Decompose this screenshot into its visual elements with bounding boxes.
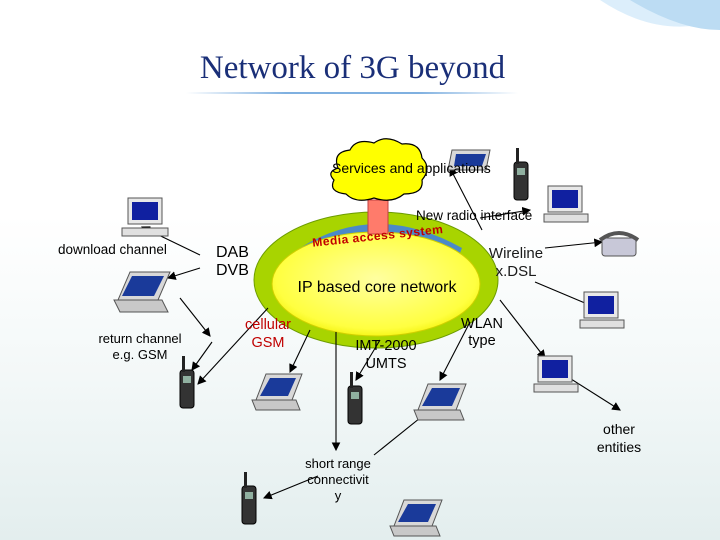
wireline-label: Wireline x.DSL xyxy=(488,245,544,280)
mobile-phone-icon xyxy=(241,472,257,525)
services-label: Services and applications xyxy=(332,160,491,176)
core-network-label: IP based core network xyxy=(297,279,457,296)
corner-decoration xyxy=(590,0,720,60)
wlan-label: WLAN type xyxy=(461,316,503,349)
media-access-band xyxy=(300,224,462,258)
laptop-icon xyxy=(113,271,171,313)
mobile-phone-icon xyxy=(513,148,529,201)
dab-dvb-label: DAB DVB xyxy=(216,244,249,279)
telephone-icon xyxy=(598,231,640,257)
laptop-icon xyxy=(251,373,303,411)
other-entities-label: other entities xyxy=(596,421,642,455)
desktop-computer-icon xyxy=(579,291,625,329)
title-rule xyxy=(186,92,518,94)
pda-icon xyxy=(447,149,491,171)
cloud-icon xyxy=(330,138,428,201)
new-radio-interface-label: New radio interface xyxy=(416,208,533,223)
imt-umts-label: IMT-2000 UMTS xyxy=(355,338,417,372)
return-channel-label: return channel e.g. GSM xyxy=(98,331,182,362)
cloud-link-bar xyxy=(367,199,389,235)
desktop-computer-icon xyxy=(543,185,589,223)
download-channel-label: download channel xyxy=(58,242,167,257)
short-range-label: short range connectivit y xyxy=(305,456,371,503)
mobile-phone-icon xyxy=(347,372,363,425)
desktop-computer-icon xyxy=(533,355,579,393)
laptop-icon xyxy=(413,383,467,421)
page-title: Network of 3G beyond xyxy=(199,50,506,86)
laptop-icon xyxy=(389,499,443,537)
desktop-computer-icon xyxy=(121,197,169,237)
cellular-gsm-label: cellular GSM xyxy=(245,317,291,351)
mobile-phone-icon xyxy=(179,356,195,409)
